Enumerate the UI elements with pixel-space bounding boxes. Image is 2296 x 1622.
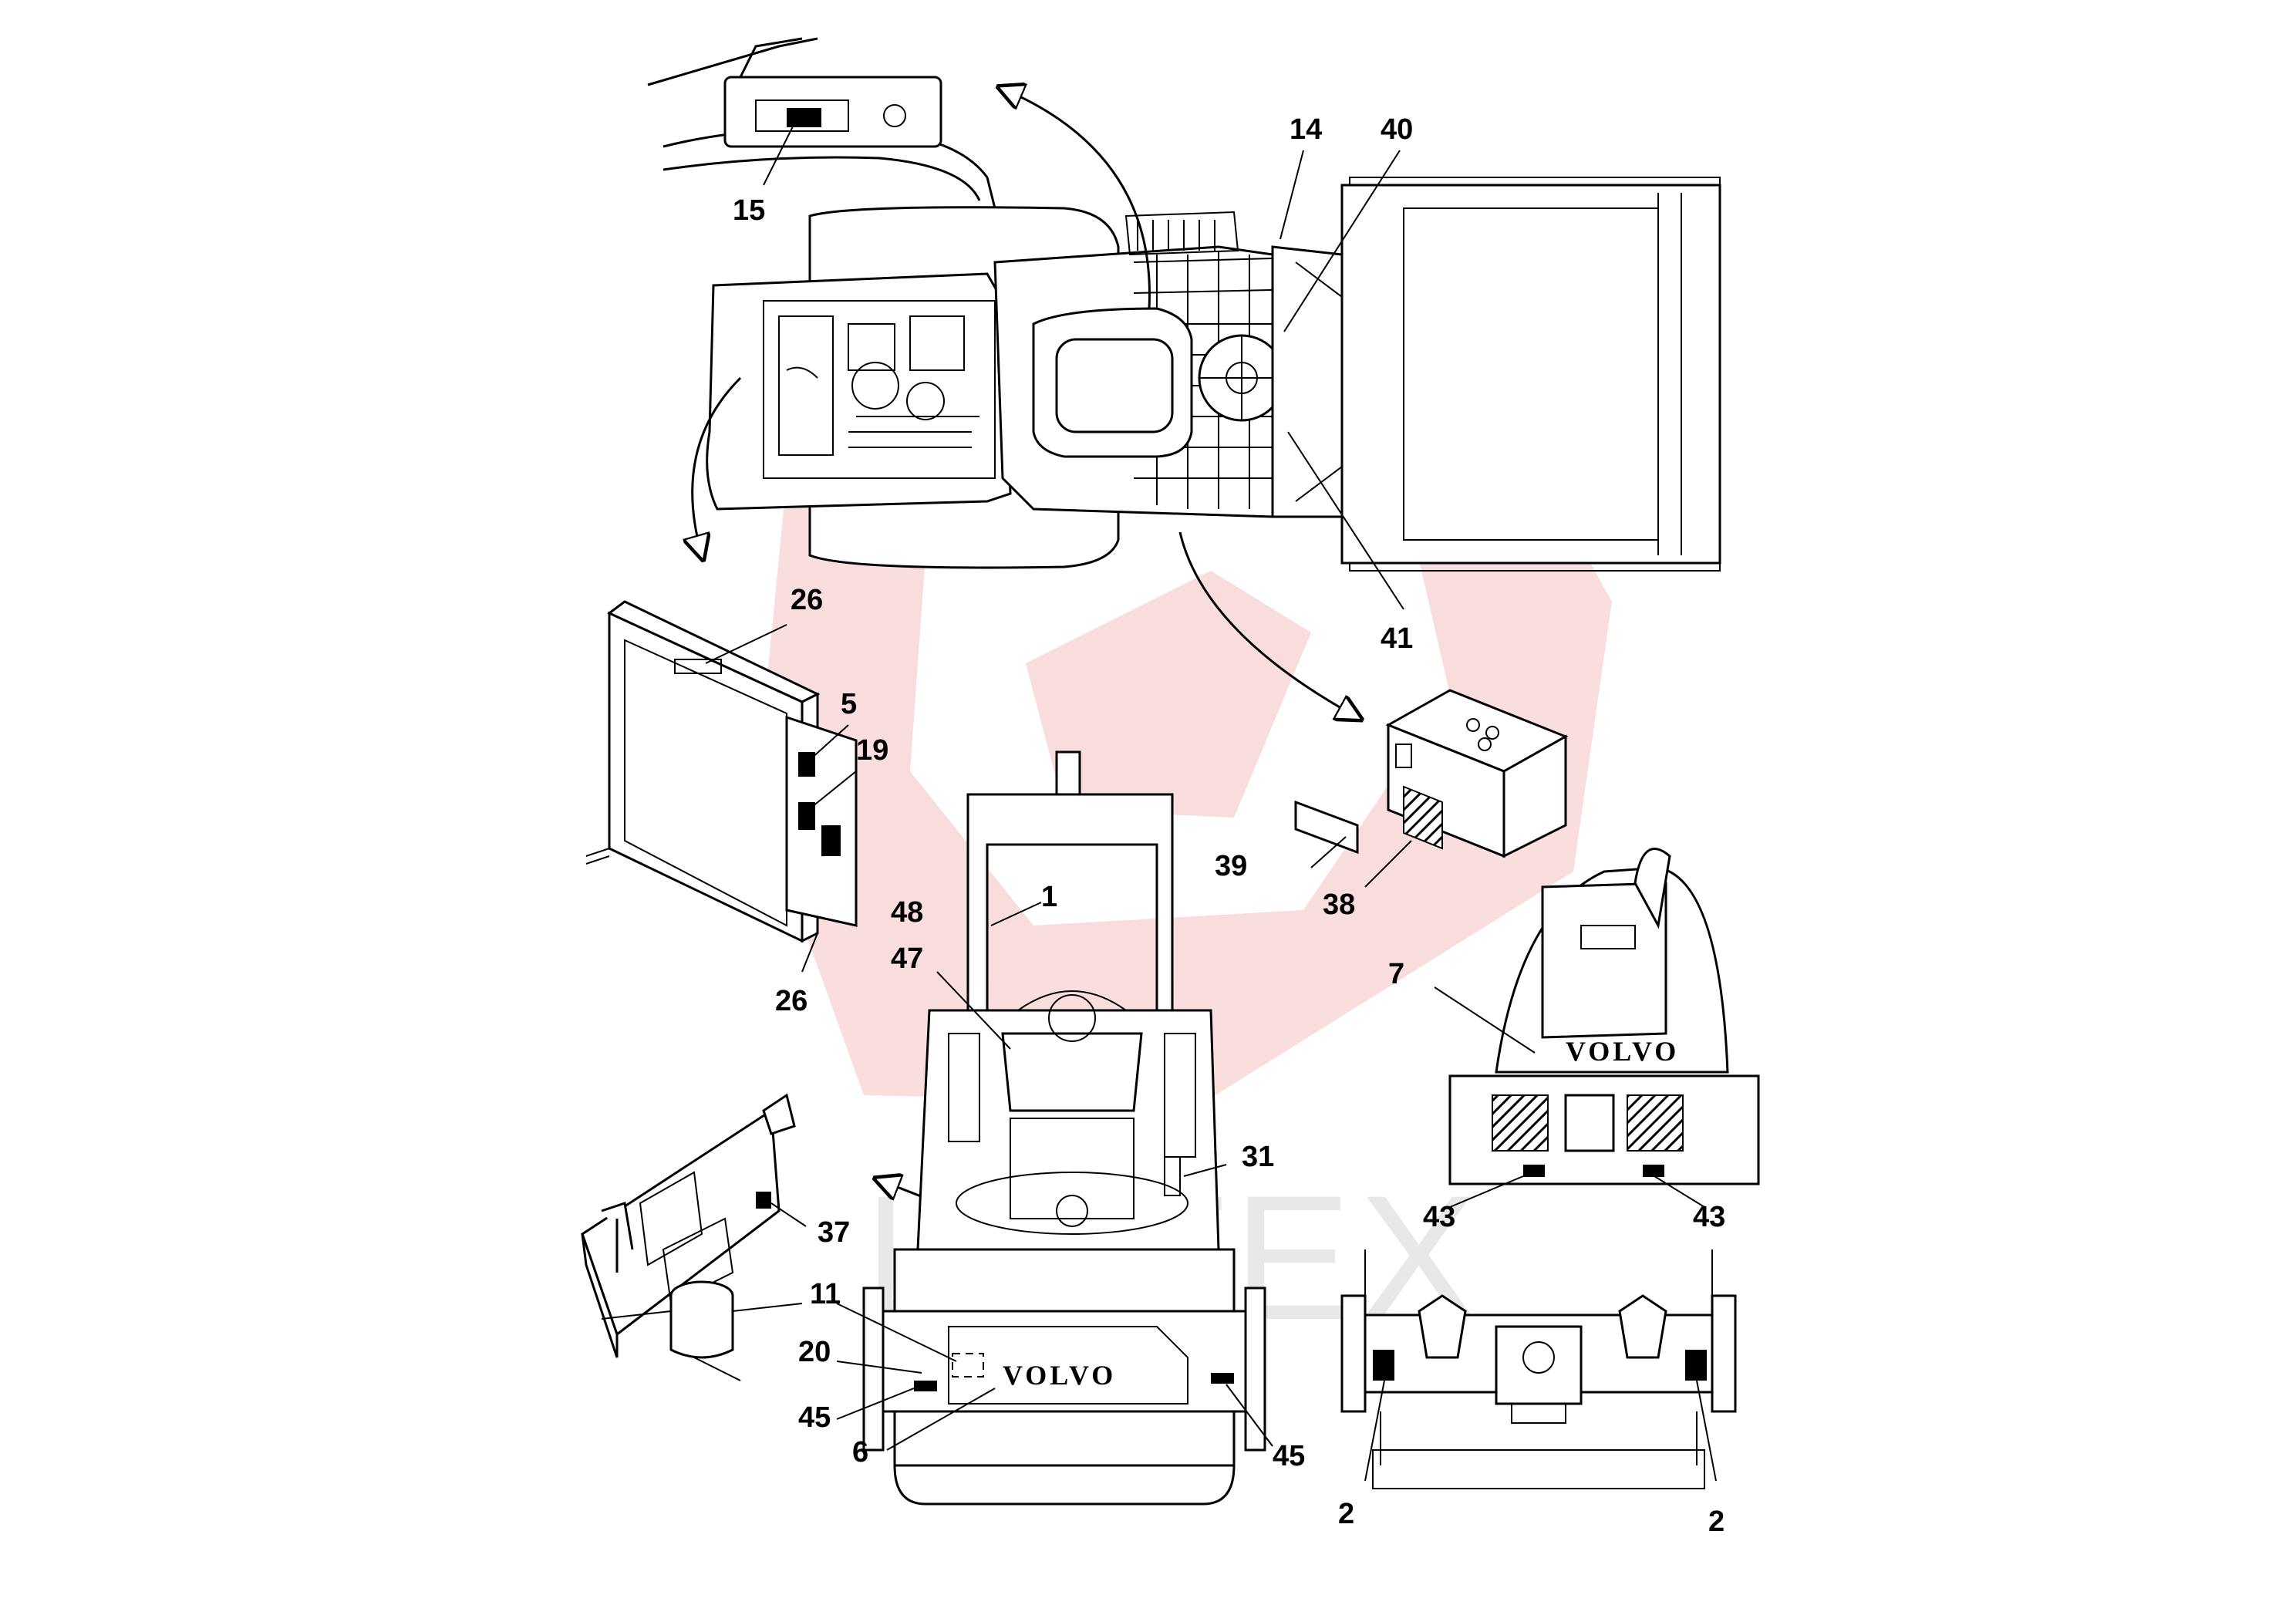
callout-47: 47: [891, 943, 923, 975]
callout-15: 15: [733, 194, 765, 227]
callout-43-left: 43: [1423, 1201, 1455, 1233]
callout-26-top: 26: [791, 584, 823, 616]
callout-40: 40: [1381, 113, 1413, 146]
callout-31: 31: [1242, 1141, 1274, 1173]
callout-20: 20: [798, 1336, 831, 1368]
arrow-to-radiator: [693, 376, 742, 555]
top-view-machine: [647, 37, 1721, 610]
callout-43-right: 43: [1693, 1201, 1725, 1233]
callout-labels: 14 40 15 41 26 5 19 26 39 38 1 48 47 7 3…: [733, 113, 1725, 1538]
callout-6: 6: [852, 1436, 868, 1469]
radiator-assembly: [585, 600, 858, 973]
inset-detail-top: [647, 37, 996, 209]
callout-37: 37: [818, 1216, 850, 1249]
callout-1: 1: [1041, 881, 1057, 913]
callout-2-left: 2: [1338, 1498, 1354, 1530]
callout-41: 41: [1381, 622, 1413, 655]
arrow-to-inset: [1003, 89, 1151, 309]
pivot-bracket: [581, 1093, 807, 1381]
callout-11: 11: [810, 1278, 841, 1310]
front-view-machine: VOLVO: [836, 750, 1273, 1506]
front-brand-logo: VOLVO: [1003, 1360, 1116, 1391]
seat-brand-logo: VOLVO: [1566, 1036, 1679, 1067]
callout-48: 48: [891, 896, 923, 929]
callout-19: 19: [856, 734, 888, 767]
callout-45-left: 45: [798, 1401, 831, 1434]
arrow-to-toolbox: [1178, 531, 1357, 717]
callout-14: 14: [1290, 113, 1322, 146]
callout-26-bottom: 26: [775, 985, 807, 1017]
callout-45-right: 45: [1273, 1440, 1305, 1472]
front-lower-view: [1340, 1249, 1737, 1489]
callout-39: 39: [1215, 850, 1247, 882]
callout-38: 38: [1323, 889, 1355, 921]
callout-5: 5: [841, 688, 857, 720]
toolbox-assembly: [1294, 689, 1569, 888]
callout-2-right: 2: [1708, 1506, 1725, 1538]
rear-view-seat: VOLVO: [1434, 848, 1760, 1208]
callout-7: 7: [1388, 958, 1404, 990]
